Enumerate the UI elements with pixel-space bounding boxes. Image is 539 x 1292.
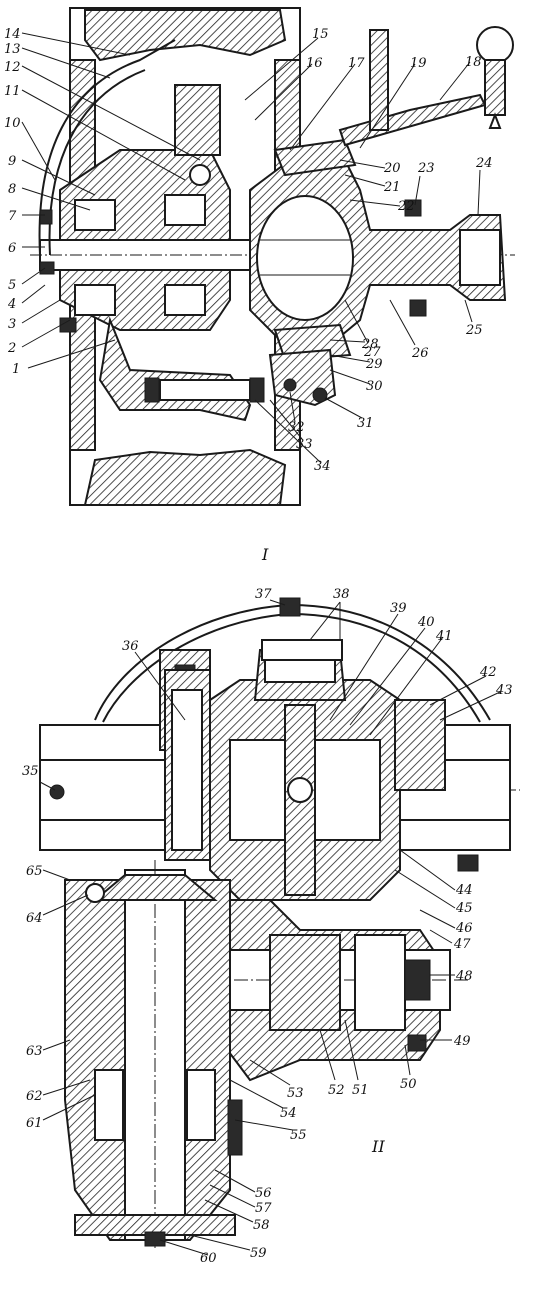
callout-53: 53 (287, 1086, 304, 1101)
callout-9: 9 (8, 154, 16, 169)
callout-31: 31 (357, 416, 374, 431)
breather (279, 597, 301, 617)
callout-13: 13 (4, 42, 21, 57)
callout-1: 1 (12, 362, 20, 377)
spider-center (287, 777, 313, 803)
callout-40: 40 (417, 615, 435, 630)
callout-43: 43 (495, 683, 513, 698)
callout-3: 3 (8, 317, 16, 332)
callout-28: 28 (361, 337, 379, 352)
callout-45: 45 (455, 901, 473, 916)
adjuster-bolt (159, 379, 251, 401)
cv-joint (256, 195, 354, 321)
callout-19: 19 (410, 56, 427, 71)
callout-30: 30 (366, 379, 383, 394)
callout-64: 64 (26, 911, 43, 926)
view-ii-callouts: 35 36 37 38 39 40 41 42 43 44 45 46 47 4… (22, 587, 513, 1266)
callout-26: 26 (411, 346, 429, 361)
callout-36: 36 (122, 639, 139, 654)
filler-plug (49, 784, 65, 800)
wheel-cylinder (174, 84, 221, 156)
callout-20: 20 (383, 161, 401, 176)
tyre-top-bead (84, 9, 287, 62)
bevel-pinion (92, 874, 218, 901)
callout-7: 7 (8, 209, 17, 224)
callout-44: 44 (455, 883, 473, 898)
callout-34: 34 (314, 459, 331, 474)
pinion-bearing (354, 934, 406, 1031)
callout-35: 35 (22, 764, 39, 779)
callout-12: 12 (4, 60, 21, 75)
lower-bearing-left (94, 1069, 124, 1141)
callout-50: 50 (400, 1077, 417, 1092)
tyre-bottom-bead (83, 448, 287, 506)
callout-57: 57 (255, 1201, 272, 1216)
callout-4: 4 (7, 297, 16, 312)
top-stud (369, 29, 389, 131)
callout-54: 54 (280, 1106, 297, 1121)
callout-23: 23 (417, 161, 435, 176)
callout-51: 51 (352, 1083, 369, 1098)
view-i-label: I (261, 545, 269, 564)
callout-41: 41 (435, 629, 453, 644)
callout-25: 25 (465, 323, 483, 338)
callout-14: 14 (4, 27, 21, 42)
callout-32: 32 (288, 420, 305, 435)
upper-kingpin (273, 138, 357, 177)
lower-kingpin (273, 323, 352, 362)
brake-shoe-lower (98, 316, 252, 422)
callout-59: 59 (250, 1246, 267, 1261)
callout-27: 27 (363, 345, 381, 360)
callout-56: 56 (255, 1186, 272, 1201)
bearing-outer-low (74, 284, 116, 316)
bearing-outer (74, 199, 116, 231)
view-ii-drawing (39, 597, 520, 1250)
callout-46: 46 (455, 921, 473, 936)
callout-11: 11 (4, 84, 21, 99)
callout-60: 60 (200, 1251, 217, 1266)
callout-47: 47 (453, 937, 471, 952)
callout-55: 55 (290, 1128, 307, 1143)
callout-10: 10 (4, 116, 21, 131)
side-bearing-right (394, 699, 446, 791)
callout-2: 2 (7, 341, 16, 356)
callout-22: 22 (397, 199, 415, 214)
callout-48: 48 (455, 969, 473, 984)
callout-52: 52 (328, 1083, 345, 1098)
callout-29: 29 (365, 357, 383, 372)
callout-49: 49 (453, 1034, 471, 1049)
callout-21: 21 (383, 180, 401, 195)
lower-bearing-right (186, 1069, 216, 1141)
callout-24: 24 (475, 156, 493, 171)
view-i-leaders (21, 32, 481, 463)
callout-61: 61 (26, 1116, 43, 1131)
view-ii-label: II (371, 1137, 385, 1156)
pinion-gear (269, 934, 341, 1031)
steering-arm (338, 93, 487, 147)
callout-16: 16 (306, 56, 323, 71)
bearing-inner-low (164, 284, 206, 316)
bearing-inner (164, 194, 206, 226)
callout-63: 63 (26, 1044, 43, 1059)
callout-39: 39 (390, 601, 407, 616)
callout-17: 17 (348, 56, 365, 71)
output-flange (74, 1214, 236, 1236)
ball-joint (476, 26, 514, 64)
callout-15: 15 (312, 27, 329, 42)
callout-33: 33 (296, 437, 313, 452)
callout-58: 58 (253, 1218, 270, 1233)
callout-6: 6 (8, 241, 16, 256)
callout-37: 37 (255, 587, 272, 602)
callout-38: 38 (333, 587, 350, 602)
view-i-callouts: 1 2 3 4 5 6 7 8 9 10 11 12 13 14 15 16 1… (4, 27, 493, 564)
view-ii-leaders (39, 599, 501, 1256)
callout-18: 18 (465, 55, 482, 70)
callout-42: 42 (479, 665, 497, 680)
callout-65: 65 (26, 864, 43, 879)
callout-62: 62 (26, 1089, 43, 1104)
callout-5: 5 (8, 278, 16, 293)
callout-8: 8 (8, 182, 16, 197)
view-i-drawing (30, 7, 515, 506)
